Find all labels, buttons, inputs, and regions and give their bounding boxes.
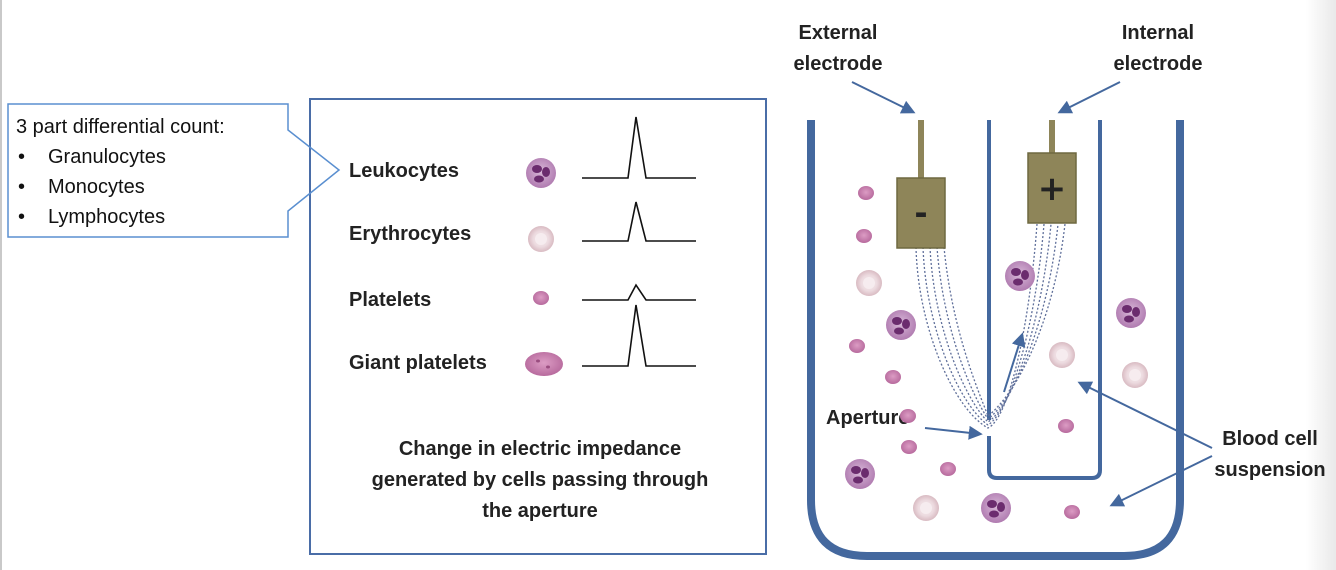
pulse-erythrocytes	[582, 201, 696, 242]
label-leukocytes: Leukocytes	[349, 160, 460, 182]
callout-title: 3 part differential count:	[16, 116, 225, 138]
callout-item-monocytes: Monocytes	[16, 172, 225, 202]
outer-container	[807, 120, 1184, 560]
external-electrode-wire	[918, 120, 924, 178]
aperture-arrow	[924, 425, 983, 440]
suspension-arrow-lower	[1109, 455, 1213, 507]
pulse-leukocytes	[582, 116, 696, 179]
platelet-icon	[533, 291, 549, 305]
internal-electrode-label: Internal electrode	[1113, 22, 1203, 75]
label-platelets: Platelets	[349, 289, 432, 311]
right-edge-shadow	[1306, 0, 1336, 570]
suspension-label: Blood cell suspension	[1214, 428, 1326, 481]
callout-outline	[7, 103, 341, 238]
differential-callout: 3 part differential count: Granulocytes …	[16, 112, 225, 232]
impedance-panel	[309, 98, 767, 555]
callout-item-granulocytes: Granulocytes	[16, 142, 225, 172]
label-giant-platelets: Giant platelets	[349, 352, 487, 374]
inner-tube-wall	[987, 120, 1102, 480]
negative-sign: -	[914, 194, 927, 232]
external-electrode	[896, 177, 946, 249]
giant-platelet-icon	[525, 352, 563, 376]
label-erythrocytes: Erythrocytes	[349, 223, 472, 245]
positive-sign: +	[1038, 169, 1067, 209]
aperture-label: Aperture	[826, 407, 910, 429]
external-electrode-label: External electrode	[793, 22, 883, 75]
field-lines	[915, 223, 1066, 429]
flow-arrow	[1003, 332, 1026, 393]
erythrocyte-icon	[528, 226, 554, 252]
internal-electrode-wire	[1049, 120, 1055, 153]
pulse-platelets	[582, 283, 696, 301]
internal-electrode-arrow	[1057, 81, 1121, 114]
pulse-giant-platelets	[582, 304, 696, 367]
leukocyte-icon	[526, 158, 556, 188]
callout-item-lymphocytes: Lymphocytes	[16, 202, 225, 232]
panel-caption: Change in electric impedance generated b…	[371, 438, 709, 522]
suspension-arrow-upper	[1077, 381, 1213, 449]
callout-list: Granulocytes Monocytes Lymphocytes	[16, 142, 225, 232]
internal-electrode	[1027, 152, 1077, 224]
external-electrode-arrow	[851, 81, 916, 114]
left-divider	[0, 0, 2, 570]
suspended-cells	[845, 186, 1148, 523]
